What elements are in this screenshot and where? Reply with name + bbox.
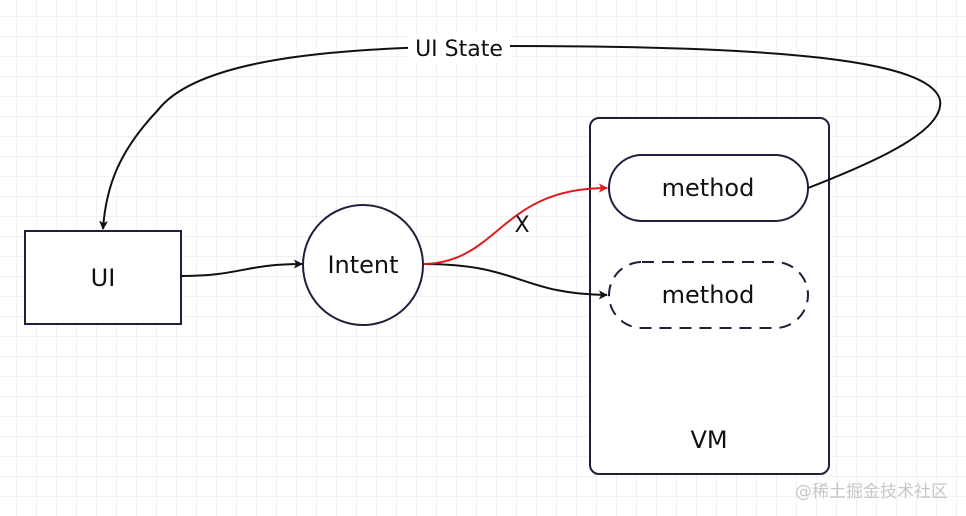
vm-label: VM: [690, 426, 727, 454]
edge-intent-to-method-dashed: [423, 263, 608, 300]
intent-circle[interactable]: [302, 204, 424, 326]
intent-label: Intent: [327, 251, 398, 279]
ui-label: UI: [91, 264, 116, 292]
ui-state-label-bg: [408, 34, 510, 62]
method-dashed-label: method: [662, 281, 755, 309]
watermark-text: @稀土掘金技术社区: [795, 482, 948, 502]
edge-ui-to-intent: [180, 259, 303, 277]
blocked-edge-label: X: [514, 213, 529, 238]
edge-ui-state: [99, 44, 942, 230]
edge-intent-to-method-solid-blocked: [423, 183, 608, 265]
method-solid-label: method: [662, 174, 755, 202]
ui-box[interactable]: [24, 230, 182, 325]
method-dashed-node[interactable]: [608, 261, 809, 329]
ui-state-label: UI State: [415, 37, 503, 62]
